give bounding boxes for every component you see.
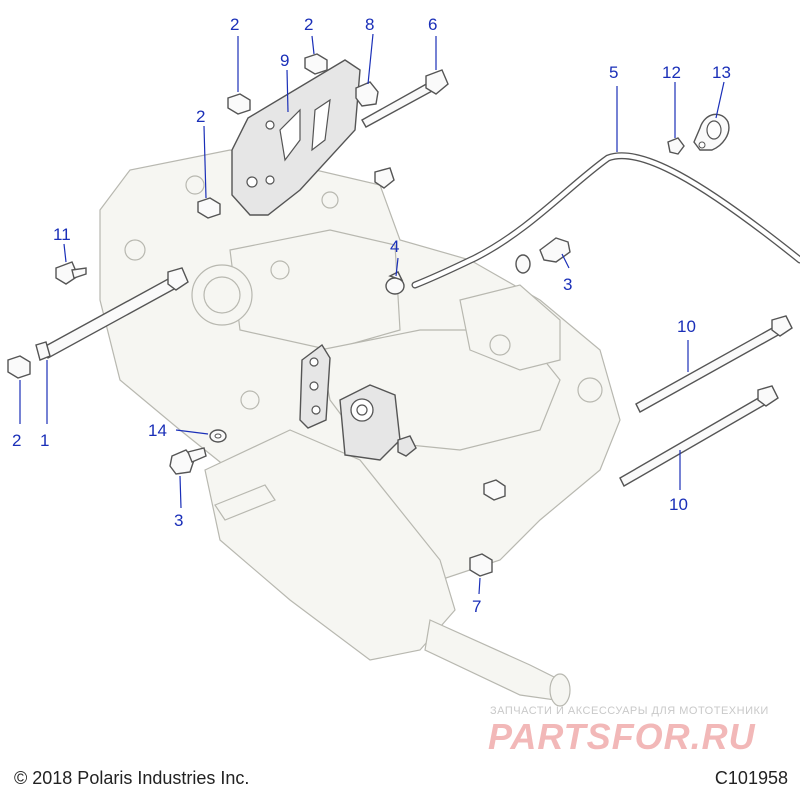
callout-label: 4 — [390, 237, 399, 256]
washer-14 — [209, 429, 227, 443]
bolt-3-lower — [169, 447, 207, 475]
callout-label: 2 — [230, 15, 239, 34]
callouts: 2 2 8 6 9 2 2 5 12 13 11 4 3 10 2 1 14 3… — [12, 15, 731, 616]
watermark-tagline: ЗАПЧАСТИ И АКСЕССУАРЫ ДЛЯ МОТОТЕХНИКИ — [490, 705, 769, 717]
callout-label: 7 — [472, 597, 481, 616]
mounting-bracket — [231, 59, 361, 216]
long-bolt-10-lower — [619, 385, 779, 487]
callout-label: 5 — [609, 63, 618, 82]
flange-nut-left — [7, 355, 31, 379]
callout-label: 2 — [196, 107, 205, 126]
callout-label: 3 — [174, 511, 183, 530]
bolt-11 — [55, 261, 87, 285]
callout-label: 11 — [53, 225, 71, 244]
callout-label: 8 — [365, 15, 374, 34]
washer-upper — [515, 254, 531, 274]
bolt-3-upper — [539, 237, 571, 263]
flange-nut-housing — [483, 479, 506, 501]
flange-nut-top-right — [304, 53, 328, 75]
clip-12 — [667, 137, 685, 155]
diagram-code: C101958 — [714, 768, 788, 788]
bolt-bracket-side — [374, 167, 395, 189]
flange-nut-top-left — [227, 93, 251, 115]
long-bolt-10-upper — [635, 315, 793, 413]
callout-label: 6 — [428, 15, 437, 34]
callout-label: 10 — [669, 495, 688, 514]
vent-tube-5 — [411, 152, 800, 289]
callout-label: 1 — [40, 431, 49, 450]
callout-label: 14 — [148, 421, 167, 440]
bolt-short-8 — [355, 81, 379, 107]
callout-label: 10 — [677, 317, 696, 336]
flange-nut-7 — [469, 553, 493, 577]
callout-label: 2 — [12, 431, 21, 450]
through-bolt-1 — [35, 267, 189, 361]
callout-label: 13 — [712, 63, 731, 82]
leader-lines — [19, 33, 725, 595]
callout-label: 3 — [563, 275, 572, 294]
clamp-13 — [693, 113, 730, 151]
output-shaft-housing — [204, 429, 571, 707]
callout-label: 9 — [280, 51, 289, 70]
bolt-long-6 — [361, 69, 449, 128]
gearcase-housing — [99, 149, 621, 581]
copyright-notice: © 2018 Polaris Industries Inc. — [14, 768, 250, 788]
flange-nut-bracket — [197, 197, 221, 219]
watermark-logo: PARTSFOR.RU — [488, 716, 756, 757]
actuator-assembly — [299, 343, 417, 461]
callout-label: 2 — [304, 15, 313, 34]
callout-label: 12 — [662, 63, 681, 82]
